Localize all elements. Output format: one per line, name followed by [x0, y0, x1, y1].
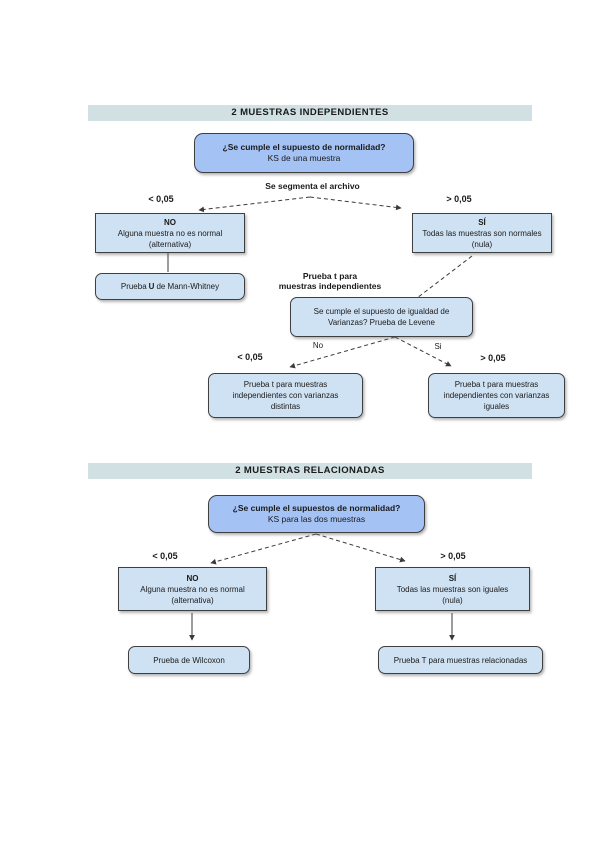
levene-line2: Varianzas? Prueba de Levene	[327, 318, 436, 327]
not-normal2-line1: Alguna muestra no es normal	[140, 584, 245, 594]
not-normal2-line2: (alternativa)	[171, 595, 214, 605]
t-equal-line1: Prueba t para muestras	[454, 380, 539, 389]
threshold-right-label: > 0,05	[446, 194, 472, 204]
not-normal-line1: Alguna muestra no es normal	[117, 228, 223, 238]
question-line2: KS de una muestra	[267, 153, 341, 163]
verdict2-no: NO	[186, 573, 199, 583]
connector-segment-to-no	[198, 196, 311, 213]
mann-whitney-pre: Prueba	[120, 282, 147, 291]
t-test-label-line2: muestras independientes	[278, 281, 382, 291]
t-unequal-line1: Prueba t para muestras	[243, 380, 328, 389]
t-related-samples-box: Prueba T para muestras relacionadas	[378, 646, 543, 674]
not-normal-box: NO Alguna muestra no es normal (alternat…	[95, 213, 245, 253]
not-normal-line2: (alternativa)	[148, 239, 192, 249]
wilcoxon-label: Prueba de Wilcoxon	[153, 655, 225, 665]
levene-question-box: Se cumple el supuesto de igualdad de Var…	[290, 297, 473, 337]
t-related-label: Prueba T para muestras relacionadas	[393, 655, 528, 665]
connector-segment-to-si	[309, 196, 402, 211]
mann-whitney-box: Prueba U de Mann-Whitney	[95, 273, 245, 300]
connector-ks2-to-si	[315, 533, 406, 563]
mann-whitney-letter: U	[148, 282, 155, 291]
verdict-si: SÍ	[478, 217, 486, 227]
question-line1: ¿Se cumple el supuesto de normalidad?	[222, 142, 386, 152]
t-unequal-variances-box: Prueba t para muestras independientes co…	[208, 373, 363, 418]
question2-line1: ¿Se cumple el supuestos de normalidad?	[232, 503, 401, 513]
section-title-2: 2 MUESTRAS RELACIONADAS	[235, 465, 385, 476]
verdict2-si: SÍ	[448, 573, 457, 583]
normality-question-box: ¿Se cumple el supuesto de normalidad? KS…	[194, 133, 414, 173]
section-title: 2 MUESTRAS INDEPENDIENTES	[231, 107, 389, 118]
t-test-label-line1: Prueba t para	[302, 271, 358, 281]
si-branch-label: Si	[434, 342, 442, 351]
normal-line1: Todas las muestras son normales	[422, 228, 542, 238]
verdict-no: NO	[164, 217, 176, 227]
normal-box: SÍ Todas las muestras son normales (nula…	[412, 213, 552, 253]
connector-ks2-to-no	[210, 533, 317, 565]
threshold2-right-label: > 0,05	[440, 551, 466, 561]
threshold-left-label: < 0,05	[148, 194, 174, 204]
levene-threshold-left: < 0,05	[237, 352, 263, 362]
levene-line1: Se cumple el supuesto de igualdad de	[313, 307, 450, 316]
t-equal-line3: iguales	[483, 402, 510, 411]
connector-si-to-levene	[416, 255, 473, 299]
wilcoxon-box: Prueba de Wilcoxon	[128, 646, 250, 674]
t-equal-line2: independientes con varianzas	[443, 391, 550, 400]
levene-threshold-right: > 0,05	[480, 353, 506, 363]
t-equal-variances-box: Prueba t para muestras independientes co…	[428, 373, 565, 418]
mann-whitney-post: de Mann-Whitney	[156, 282, 220, 291]
t-unequal-line3: distintas	[270, 402, 301, 411]
t-unequal-line2: independientes con varianzas	[232, 391, 339, 400]
section-header-relacionadas: 2 MUESTRAS RELACIONADAS	[88, 463, 532, 479]
normality-question-box-2: ¿Se cumple el supuestos de normalidad? K…	[208, 495, 425, 533]
normal2-line2: (nula)	[442, 595, 463, 605]
normal-box-2: SÍ Todas las muestras son iguales (nula)	[375, 567, 530, 611]
normal-line2: (nula)	[471, 239, 493, 249]
segment-note-label: Se segmenta el archivo	[265, 181, 360, 191]
threshold2-left-label: < 0,05	[152, 551, 178, 561]
not-normal-box-2: NO Alguna muestra no es normal (alternat…	[118, 567, 267, 611]
t-test-label: Prueba t para muestras independientes	[270, 271, 390, 291]
no-branch-label: No	[312, 341, 324, 350]
section-header-independientes: 2 MUESTRAS INDEPENDIENTES	[88, 105, 532, 121]
normal2-line1: Todas las muestras son iguales	[396, 584, 509, 594]
question2-line2: KS para las dos muestras	[267, 514, 366, 524]
